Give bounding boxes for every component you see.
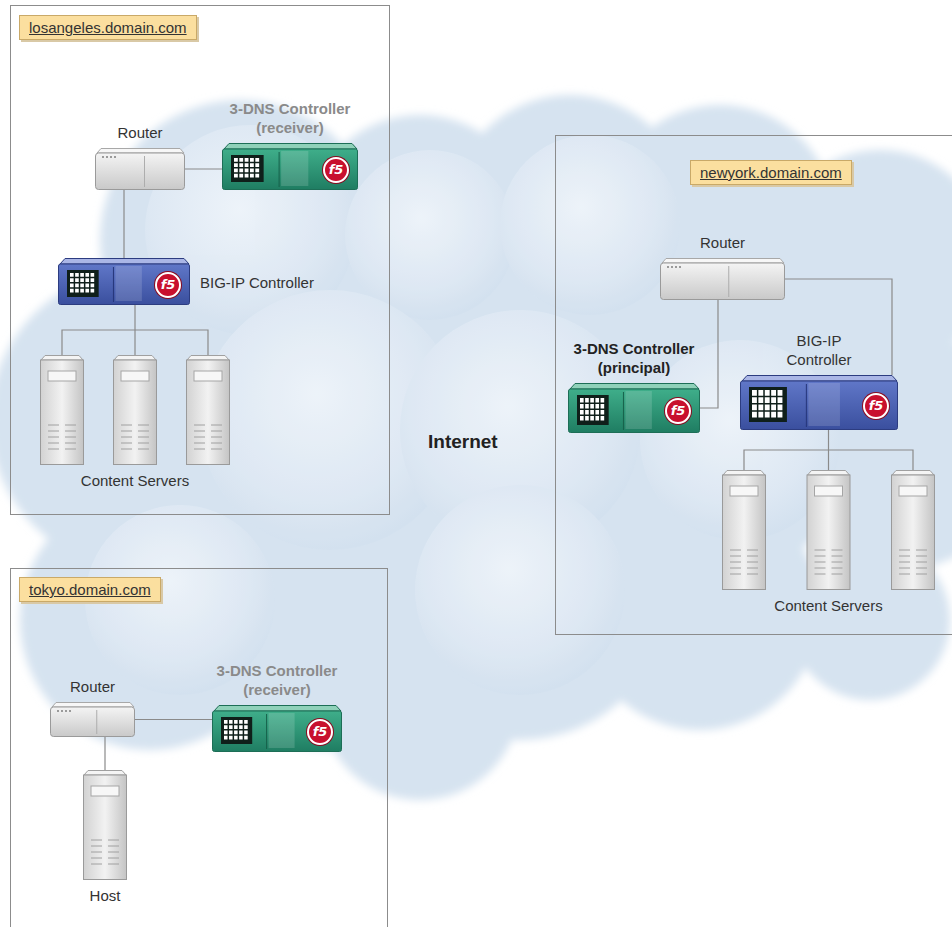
site-domain-tag: tokyo.domain.com (19, 577, 161, 602)
servers-icon (722, 470, 935, 590)
device-label: Content Servers (774, 596, 882, 615)
vendor-logo: f5 (665, 398, 691, 424)
router-icon (95, 148, 185, 190)
server-group: Content Servers (722, 470, 935, 590)
network-link (185, 168, 222, 169)
vendor-logo: f5 (155, 272, 181, 298)
site-domain-tag: losangeles.domain.com (19, 15, 197, 40)
device-label: 3-DNS Controller (principal) (559, 339, 709, 377)
site-region: losangeles.domain.comRouter 3-DNS Control… (10, 5, 390, 515)
network-link (134, 305, 135, 355)
network-link (700, 300, 718, 408)
device-label: 3-DNS Controller (receiver) (202, 661, 352, 699)
network-link (104, 737, 105, 770)
site-domain-tag: newyork.domain.com (690, 160, 852, 185)
site-region: newyork.domain.comRouter 3-DNS Controller… (555, 135, 952, 635)
router-device: Router (50, 702, 135, 737)
servers-icon (40, 355, 230, 465)
router-device: Router (660, 258, 785, 300)
region-label: Internet (428, 431, 498, 453)
device-label: Router (700, 233, 745, 252)
device-label: BIG-IP Controller (780, 331, 859, 369)
vendor-logo: f5 (323, 157, 349, 183)
device-label: Router (70, 677, 115, 696)
router-device: Router (95, 148, 185, 190)
device-label: Router (117, 123, 162, 142)
device-label: Content Servers (81, 471, 189, 490)
site-region: tokyo.domain.comRouter 3-DNS Controller (… (10, 568, 388, 927)
router-icon (660, 258, 785, 300)
server-group: Content Servers (40, 355, 230, 465)
servers-icon (85, 770, 125, 880)
vendor-logo: f5 (863, 393, 889, 419)
network-link (135, 719, 212, 720)
network-link (828, 430, 829, 470)
vendor-logo: f5 (307, 719, 333, 745)
device-label: BIG-IP Controller (200, 272, 314, 291)
server-group: Host (85, 770, 125, 880)
network-link (123, 190, 124, 258)
device-label: 3-DNS Controller (receiver) (215, 99, 365, 137)
router-icon (50, 702, 135, 737)
device-label: Host (90, 886, 121, 905)
